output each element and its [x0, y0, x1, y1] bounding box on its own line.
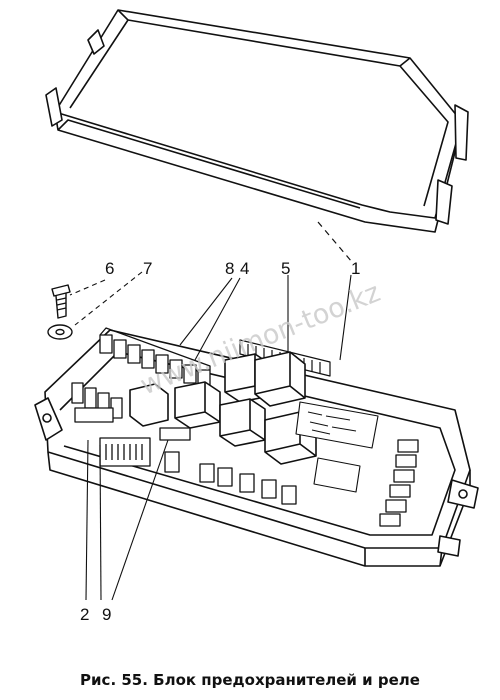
callout-2: 2 [80, 605, 89, 624]
fuse-row-right [379, 439, 419, 527]
callout-5: 5 [281, 259, 290, 278]
screw [51, 284, 71, 319]
cover-lid [45, 9, 469, 233]
marking-plate [295, 401, 379, 493]
callout-7: 7 [143, 259, 152, 278]
callout-4: 4 [240, 259, 249, 278]
assembly-dash-line [317, 221, 353, 263]
connector-sockets [99, 437, 297, 505]
washer [47, 324, 73, 340]
callout-8: 8 [225, 259, 234, 278]
fuse-row-lower [71, 382, 123, 423]
figure-caption: Рис. 55. Блок предохранителей и реле [80, 671, 420, 689]
callout-9: 9 [102, 605, 111, 624]
leader-lines [69, 271, 352, 601]
fuse-row-upper [99, 327, 211, 389]
callout-1: 1 [351, 259, 360, 278]
callout-6: 6 [105, 259, 114, 278]
small-fuse [159, 427, 191, 441]
